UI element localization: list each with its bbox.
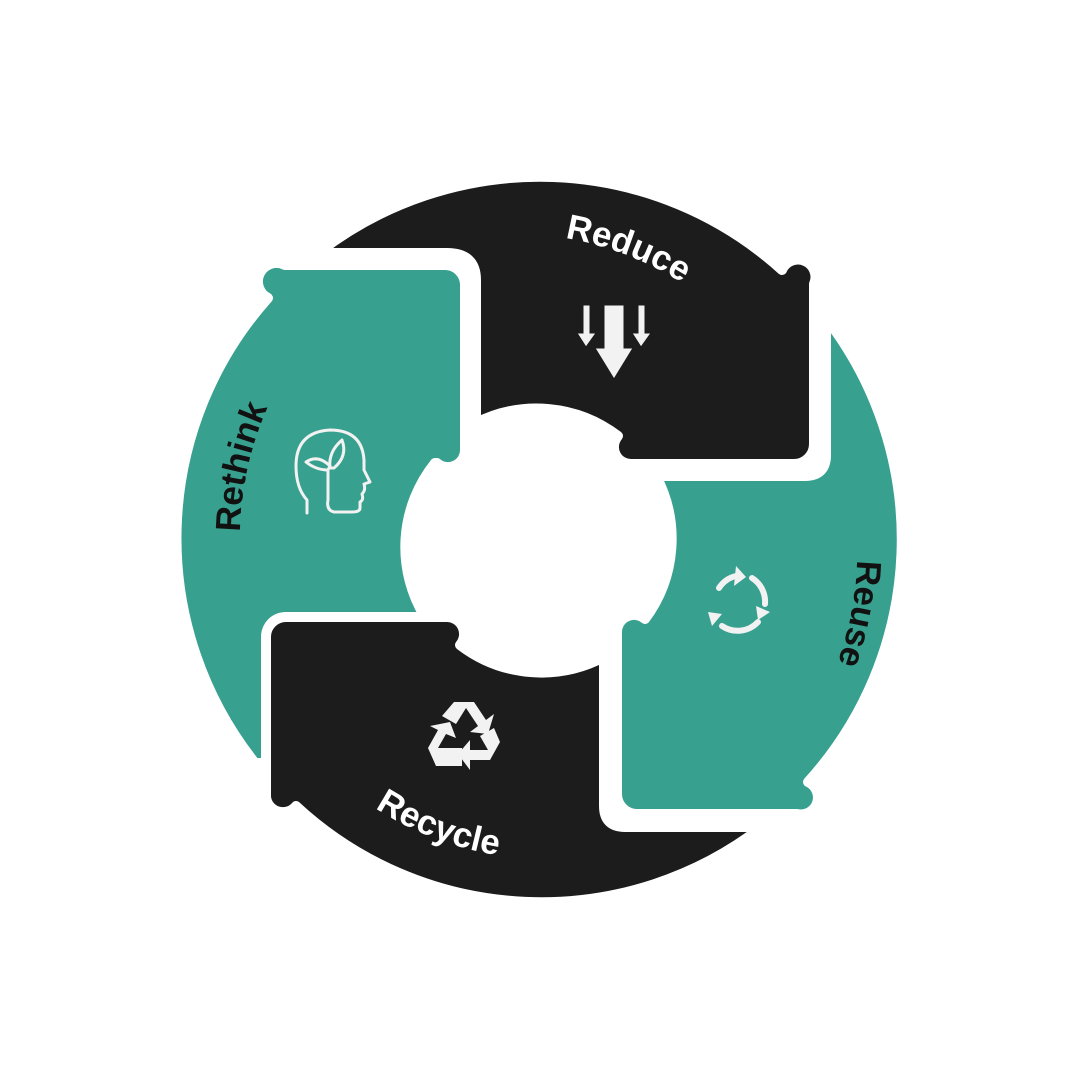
segment-reuse[interactable] (612, 313, 907, 820)
cycle-arrows-icon (708, 566, 770, 634)
reuse-arc (612, 313, 907, 820)
segment-rethink[interactable] (171, 257, 470, 768)
double-down-arrows-icon (576, 304, 652, 380)
rethink-arc (171, 257, 470, 768)
segment-reduce[interactable] (313, 171, 821, 469)
segment-recycle[interactable] (261, 612, 767, 908)
head-with-leaf-icon (294, 428, 372, 515)
recycle-symbol-icon (428, 702, 500, 770)
recycle-arc (261, 612, 767, 908)
reduce-arc (313, 171, 821, 469)
